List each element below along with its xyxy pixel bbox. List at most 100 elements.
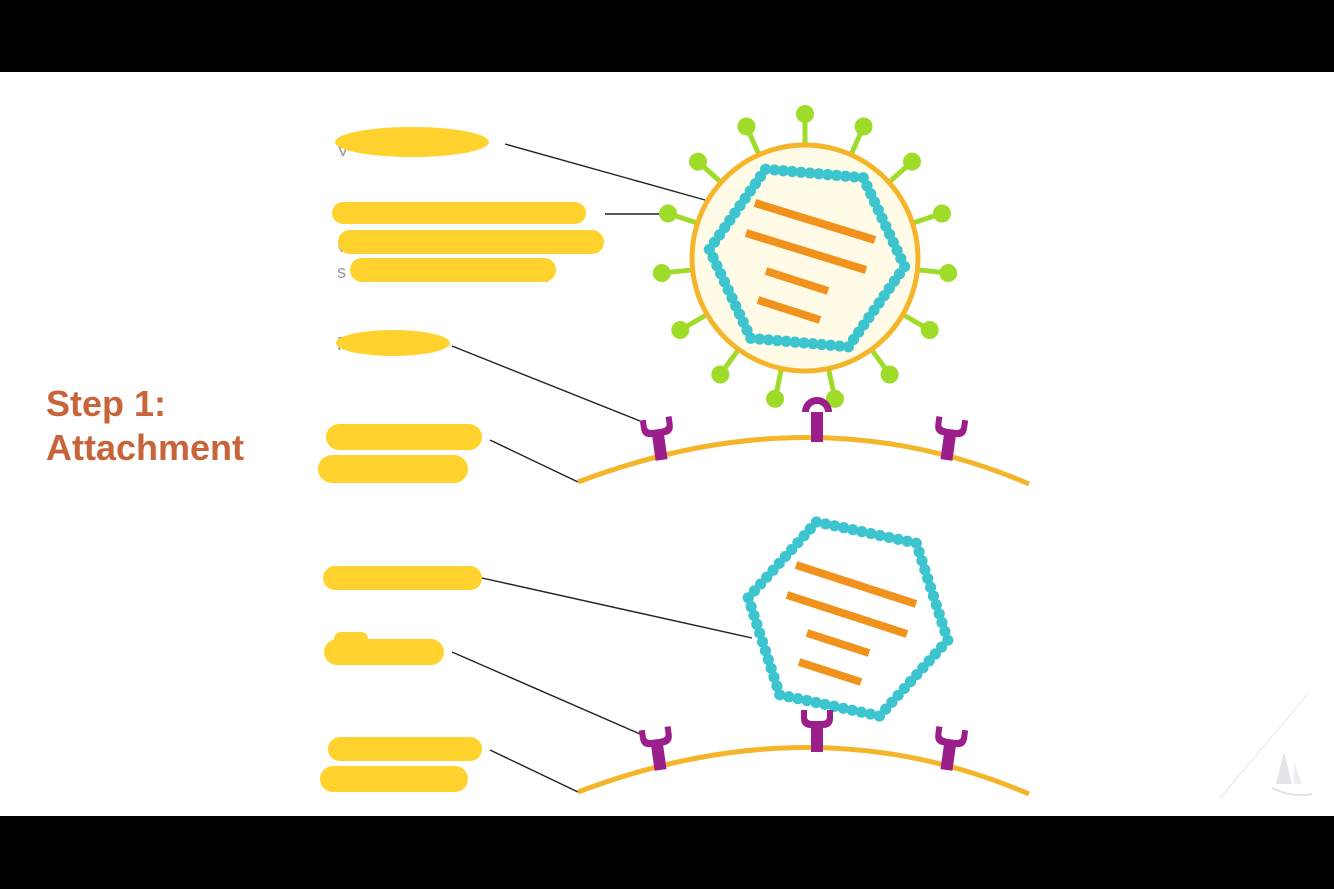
leader-line-capsid (481, 577, 753, 639)
spike-protein (848, 117, 873, 156)
capsid-subunit (777, 165, 789, 177)
capsid-subunit (873, 710, 886, 722)
genome-strand-8 (797, 658, 863, 686)
capsid-subunit (819, 518, 832, 530)
genome-strand-3 (764, 267, 830, 295)
capsid-subunit (756, 636, 769, 648)
step-title: Step 1: Attachment (46, 382, 244, 470)
capsid-subunit (748, 609, 760, 622)
capsid-subunit (780, 335, 792, 347)
genome-strand-5 (794, 561, 918, 608)
capsid-subunit (901, 535, 913, 547)
capsid-subunit (798, 337, 810, 349)
host-cell-membrane (577, 435, 1030, 487)
viral-genome (744, 199, 877, 324)
capsid-subunit (919, 564, 931, 576)
spike-protein (796, 105, 814, 145)
spike-protein (737, 117, 762, 156)
capsid-subunit (874, 529, 886, 542)
capsid-subunit (848, 171, 860, 183)
attachment-diagram: V S e ( s ) R (318, 105, 1313, 799)
capsid-subunit (910, 537, 922, 549)
receptors (639, 397, 969, 461)
spike-protein (688, 152, 723, 185)
highlight-spike-label-1 (332, 202, 586, 224)
highlight-membrane-label-4 (320, 766, 468, 792)
capsid-subunit (819, 698, 831, 711)
spike-protein (825, 368, 844, 408)
capsid-subunit (810, 516, 823, 528)
leader-line-membrane (489, 439, 579, 483)
naked-capsid (742, 516, 954, 722)
capsid-subunit (927, 590, 940, 602)
leader-line-membrane-2 (489, 749, 579, 793)
capsid-subunit (751, 618, 763, 630)
capsid-subunit (847, 524, 859, 536)
capsid-subunit (924, 581, 937, 593)
highlight-membrane-label-1 (326, 424, 482, 450)
spike-protein (887, 152, 922, 185)
redaction-marks-top (318, 127, 604, 483)
spike-protein (766, 368, 785, 408)
capsid-subunit (789, 336, 801, 348)
receptor-protein (638, 726, 672, 771)
capsid-subunit (922, 572, 934, 585)
bottom-panel: F p (320, 516, 1030, 797)
capsid-subunit (833, 340, 846, 352)
spike-protein (917, 264, 958, 283)
genome-strand-2 (744, 229, 868, 274)
genome-strand-7 (805, 629, 871, 657)
capsid-subunit (865, 527, 877, 540)
step-title-line2: Attachment (46, 427, 245, 468)
highlight-virus-label (335, 127, 489, 157)
capsid-subunit (804, 167, 816, 179)
capsid-subunit (855, 706, 867, 718)
highlight-receptor-label (336, 330, 450, 356)
capsid-subunit (838, 522, 850, 534)
spike-protein (659, 204, 699, 226)
capsid-subunit (792, 693, 804, 705)
capsid-subunit (822, 169, 834, 181)
capsid-subunit (825, 339, 837, 351)
receptors-bottom (638, 710, 969, 771)
capsid-subunit (846, 704, 858, 716)
receptor-protein (802, 397, 832, 442)
capsid-subunit (771, 680, 783, 692)
capsid-subunit (813, 168, 825, 180)
capsid-subunit (795, 166, 807, 178)
capsid-subunit (810, 696, 822, 709)
receptor-protein (639, 416, 673, 461)
capsid-subunit (837, 702, 849, 714)
spike-proteins (652, 105, 958, 408)
capsid-subunit (864, 708, 877, 720)
capsid-subunit (936, 616, 948, 629)
capsid-subunit (759, 163, 772, 175)
capsid-subunit (754, 333, 766, 345)
capsid-subunit (939, 625, 951, 637)
leader-line-receptor (451, 345, 641, 422)
leader-line-receptor-2 (451, 651, 641, 735)
remnant-5: s (337, 262, 346, 282)
capsid-subunit (786, 165, 798, 178)
spike-protein (671, 312, 709, 339)
capsid-subunit (883, 531, 895, 544)
capsid-subunit (768, 671, 780, 683)
capsid-subunit (913, 546, 925, 558)
capsid-subunit (839, 170, 852, 182)
capsid-subunit (933, 608, 945, 620)
capsid-subunit (765, 662, 777, 674)
capsid-subunit (895, 252, 907, 265)
top-panel: V S e ( s ) R (318, 105, 1030, 487)
capsid-subunit (856, 526, 868, 538)
capsid-subunit (754, 627, 766, 639)
capsid-subunit (807, 338, 819, 350)
highlight-spike-label-3 (350, 258, 556, 282)
capsid (703, 163, 911, 353)
sailboat-logo-icon (1219, 693, 1313, 799)
receptor-protein (935, 726, 969, 771)
capsid-subunit (762, 334, 775, 346)
capsid-subunit (816, 338, 828, 351)
capsid-subunit (774, 689, 786, 701)
receptor-protein (801, 710, 833, 752)
highlight-membrane-label-3 (328, 737, 482, 761)
